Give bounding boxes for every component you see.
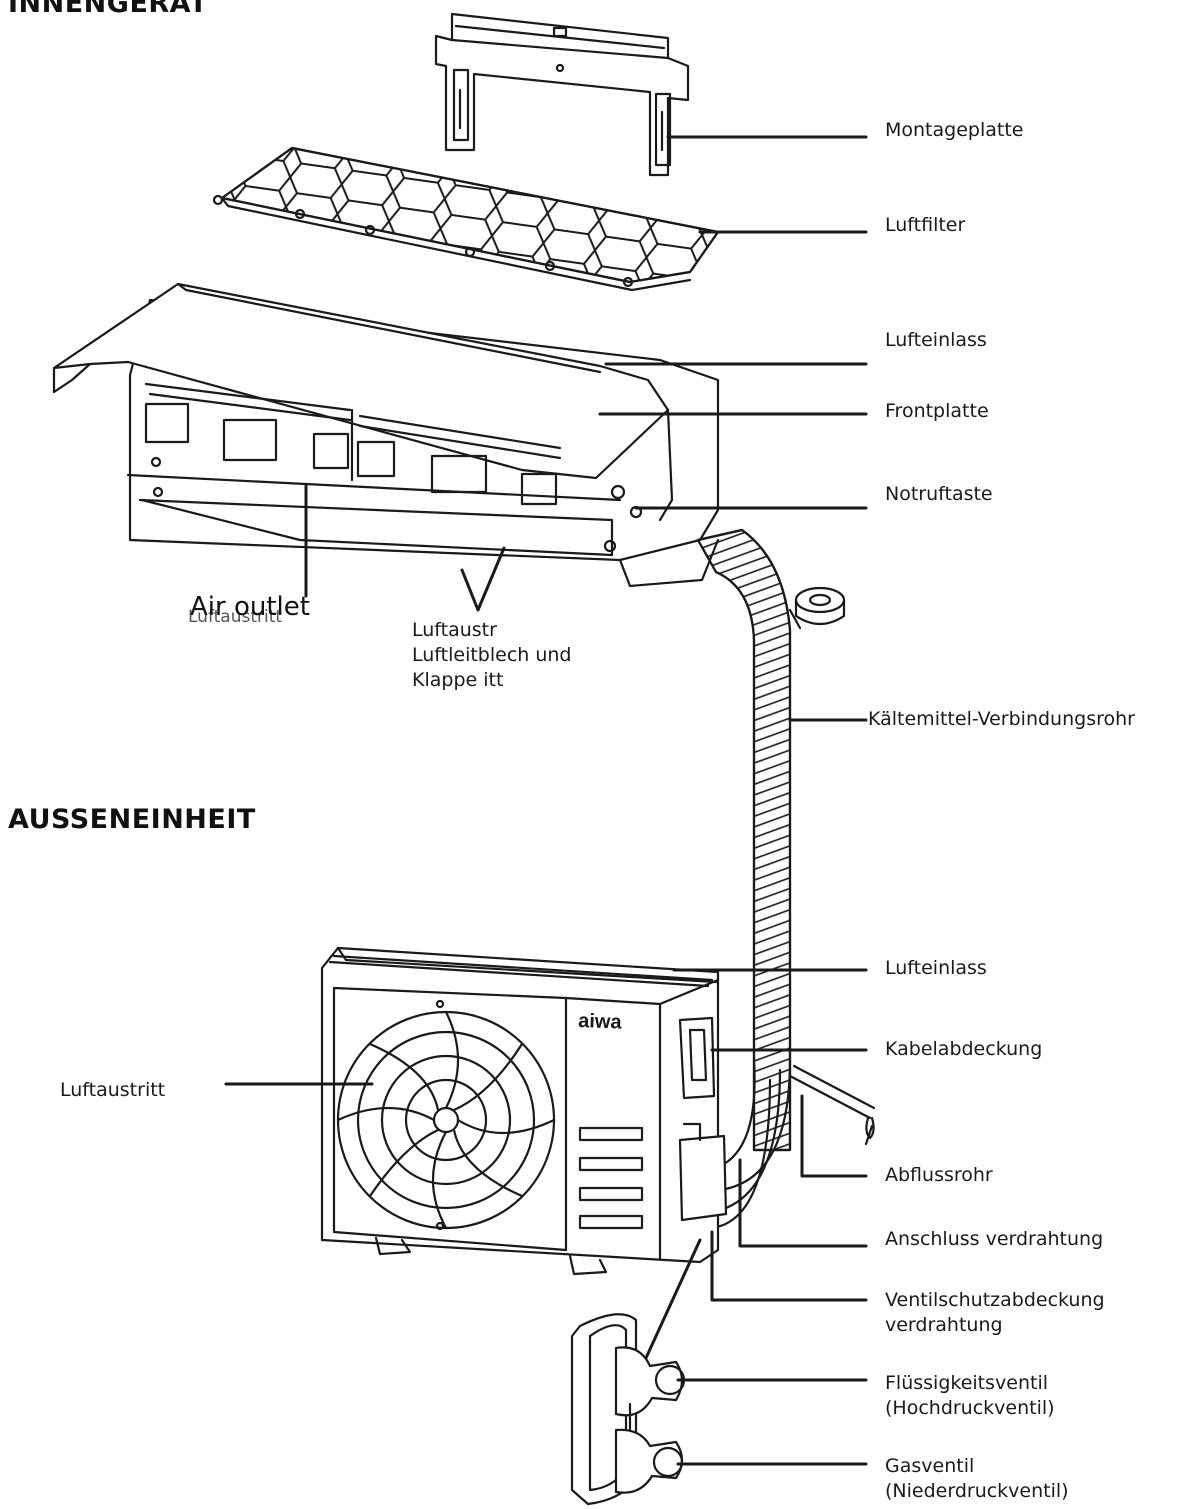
label-emergency-button: Notruftaste [885, 483, 993, 505]
label-drain-pipe: Abflussrohr [885, 1164, 993, 1186]
label-cable-cover: Kabelabdeckung [885, 1038, 1043, 1060]
label-air-outlet-underlay: Luftaustritt [188, 607, 283, 627]
label-valve-cover: Ventilschutzabdeckung verdrahtung [885, 1289, 1105, 1336]
indoor-unit-heading: INNENGERÄT [8, 0, 208, 19]
insulation-tape-drawing [788, 586, 846, 630]
label-louver: Luftaustr Luftleitblech und Klappe itt [412, 619, 572, 691]
label-outdoor-air-inlet: Lufteinlass [885, 957, 987, 979]
label-gas-valve: Gasventil (Niederdruckventil) [885, 1455, 1069, 1502]
label-indoor-air-inlet: Lufteinlass [885, 329, 987, 351]
outdoor-unit-heading: AUSSENEINHEIT [8, 804, 256, 835]
brand-logo: aiwa [578, 1010, 623, 1034]
outdoor-unit-drawing [320, 946, 876, 1276]
air-filter-drawing [212, 146, 720, 292]
refrigerant-pipe-drawing [696, 528, 792, 1230]
valve-assembly-drawing [570, 1313, 686, 1506]
label-front-panel: Frontplatte [885, 400, 989, 422]
mounting-plate-drawing [434, 12, 690, 177]
indoor-unit-drawing [52, 282, 720, 588]
label-air-outlet-overlay: Air outlet [190, 592, 310, 622]
label-air-filter: Luftfilter [885, 214, 966, 236]
label-liquid-valve: Flüssigkeitsventil (Hochdruckventil) [885, 1372, 1055, 1419]
label-connection-wiring: Anschluss verdrahtung [885, 1228, 1104, 1250]
label-mounting-plate: Montageplatte [885, 119, 1024, 141]
label-outdoor-air-outlet: Luftaustritt [60, 1079, 166, 1101]
label-refrigerant-pipe: Kältemittel-Verbindungsrohr [868, 708, 1135, 730]
